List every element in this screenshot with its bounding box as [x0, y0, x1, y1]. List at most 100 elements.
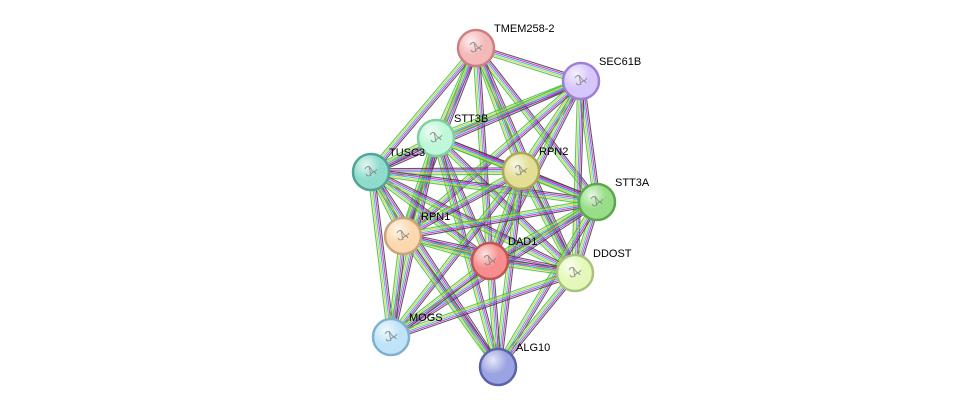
edge-DDOST-MOGS — [389, 269, 577, 341]
node-STT3B[interactable]: STT3B — [416, 113, 488, 158]
node-DDOST[interactable]: DDOST — [555, 248, 632, 293]
edge-evidence-line — [390, 272, 576, 338]
edge-evidence-line — [370, 171, 491, 262]
edge-evidence-line — [388, 258, 489, 335]
edge-evidence-line — [370, 171, 392, 338]
node-TUSC3[interactable]: TUSC3 — [351, 147, 425, 192]
edge-RPN1-ALG10 — [399, 233, 502, 370]
node-label: ALG10 — [516, 342, 550, 354]
edge-evidence-line — [401, 236, 498, 369]
node-RPN1[interactable]: RPN1 — [383, 211, 450, 256]
edge-evidence-line — [399, 237, 496, 370]
node-label: STT3B — [454, 113, 488, 125]
node-highlight — [419, 121, 453, 155]
protein-structure-icon — [396, 229, 410, 241]
node-highlight — [558, 256, 592, 290]
edge-evidence-line — [495, 170, 520, 367]
node-highlight — [564, 64, 598, 98]
edge-evidence-line — [497, 272, 576, 368]
edge-evidence-line — [583, 80, 601, 202]
edge-evidence-line — [404, 173, 523, 240]
node-label: TUSC3 — [389, 147, 425, 159]
edge-evidence-line — [403, 171, 523, 238]
protein-structure-icon — [514, 164, 528, 176]
edge-evidence-line — [401, 167, 520, 234]
edge-evidence-line — [498, 273, 577, 369]
edge-evidence-line — [391, 261, 492, 339]
protein-structure-icon — [574, 74, 588, 86]
edge-evidence-line — [390, 260, 491, 338]
edge-evidence-line — [403, 203, 598, 239]
edge-evidence-line — [372, 171, 394, 337]
node-label: RPN2 — [539, 146, 568, 158]
edge-evidence-line — [391, 275, 577, 341]
edge-evidence-line — [393, 172, 524, 340]
edge-evidence-line — [433, 139, 574, 276]
node-highlight — [354, 155, 388, 189]
node-DAD1[interactable]: DAD1 — [470, 236, 537, 281]
node-label: DDOST — [593, 248, 632, 260]
edge-evidence-line — [402, 170, 522, 237]
edge-evidence-line — [389, 269, 575, 335]
edge-TMEM258-2-TUSC3 — [368, 45, 479, 175]
edge-evidence-line — [373, 169, 502, 366]
edge-evidence-line — [582, 80, 600, 202]
node-label: RPN1 — [421, 211, 450, 223]
edge-RPN2-MOGS — [388, 168, 524, 340]
node-label: SEC61B — [599, 56, 641, 68]
node-MOGS[interactable]: MOGS — [371, 312, 443, 357]
protein-structure-icon — [568, 266, 582, 278]
protein-structure-icon — [483, 254, 497, 266]
edge-evidence-line — [372, 83, 583, 176]
node-highlight — [459, 31, 493, 65]
edge-evidence-line — [403, 204, 598, 240]
edge-evidence-line — [402, 235, 499, 368]
edge-evidence-line — [401, 169, 521, 236]
node-label: TMEM258-2 — [494, 23, 555, 35]
edge-evidence-line — [577, 81, 585, 274]
edge-evidence-line — [494, 200, 595, 366]
edge-TUSC3-STT3A — [370, 168, 598, 206]
protein-structure-icon — [590, 195, 604, 207]
edge-evidence-line — [368, 172, 390, 338]
edge-evidence-line — [402, 198, 597, 234]
edge-evidence-line — [403, 234, 500, 367]
edge-evidence-line — [368, 45, 474, 171]
protein-structure-icon — [469, 41, 483, 53]
node-RPN2[interactable]: RPN2 — [501, 146, 568, 191]
protein-structure-icon — [429, 131, 443, 143]
edge-evidence-line — [369, 46, 476, 172]
protein-structure-icon — [384, 330, 398, 342]
node-STT3A[interactable]: STT3A — [577, 177, 650, 222]
network-edges — [367, 44, 601, 370]
edge-evidence-line — [391, 273, 576, 340]
edge-evidence-line — [497, 170, 522, 368]
node-highlight — [473, 244, 507, 278]
edge-evidence-line — [373, 49, 479, 175]
edge-evidence-line — [370, 171, 598, 203]
node-SEC61B[interactable]: SEC61B — [561, 56, 641, 101]
edge-evidence-line — [389, 259, 490, 337]
edge-evidence-line — [390, 270, 575, 337]
node-label: MOGS — [409, 312, 443, 324]
node-TMEM258-2[interactable]: TMEM258-2 — [456, 23, 555, 68]
edge-evidence-line — [371, 168, 598, 200]
edge-evidence-line — [500, 274, 578, 370]
edge-evidence-line — [488, 198, 596, 259]
edge-evidence-line — [370, 47, 477, 173]
edge-evidence-line — [405, 233, 502, 366]
edge-evidence-line — [496, 271, 575, 367]
node-ALG10[interactable]: ALG10 — [478, 342, 550, 387]
node-highlight — [481, 350, 515, 384]
edge-evidence-line — [371, 48, 478, 174]
edge-evidence-line — [367, 172, 389, 338]
edge-DAD1-MOGS — [388, 258, 493, 340]
edge-evidence-line — [402, 201, 598, 237]
edge-evidence-line — [572, 80, 580, 273]
edge-evidence-line — [370, 167, 521, 170]
edge-evidence-line — [500, 171, 525, 368]
edge-evidence-line — [402, 199, 597, 235]
edge-evidence-line — [474, 48, 597, 204]
edge-evidence-line — [571, 80, 579, 273]
